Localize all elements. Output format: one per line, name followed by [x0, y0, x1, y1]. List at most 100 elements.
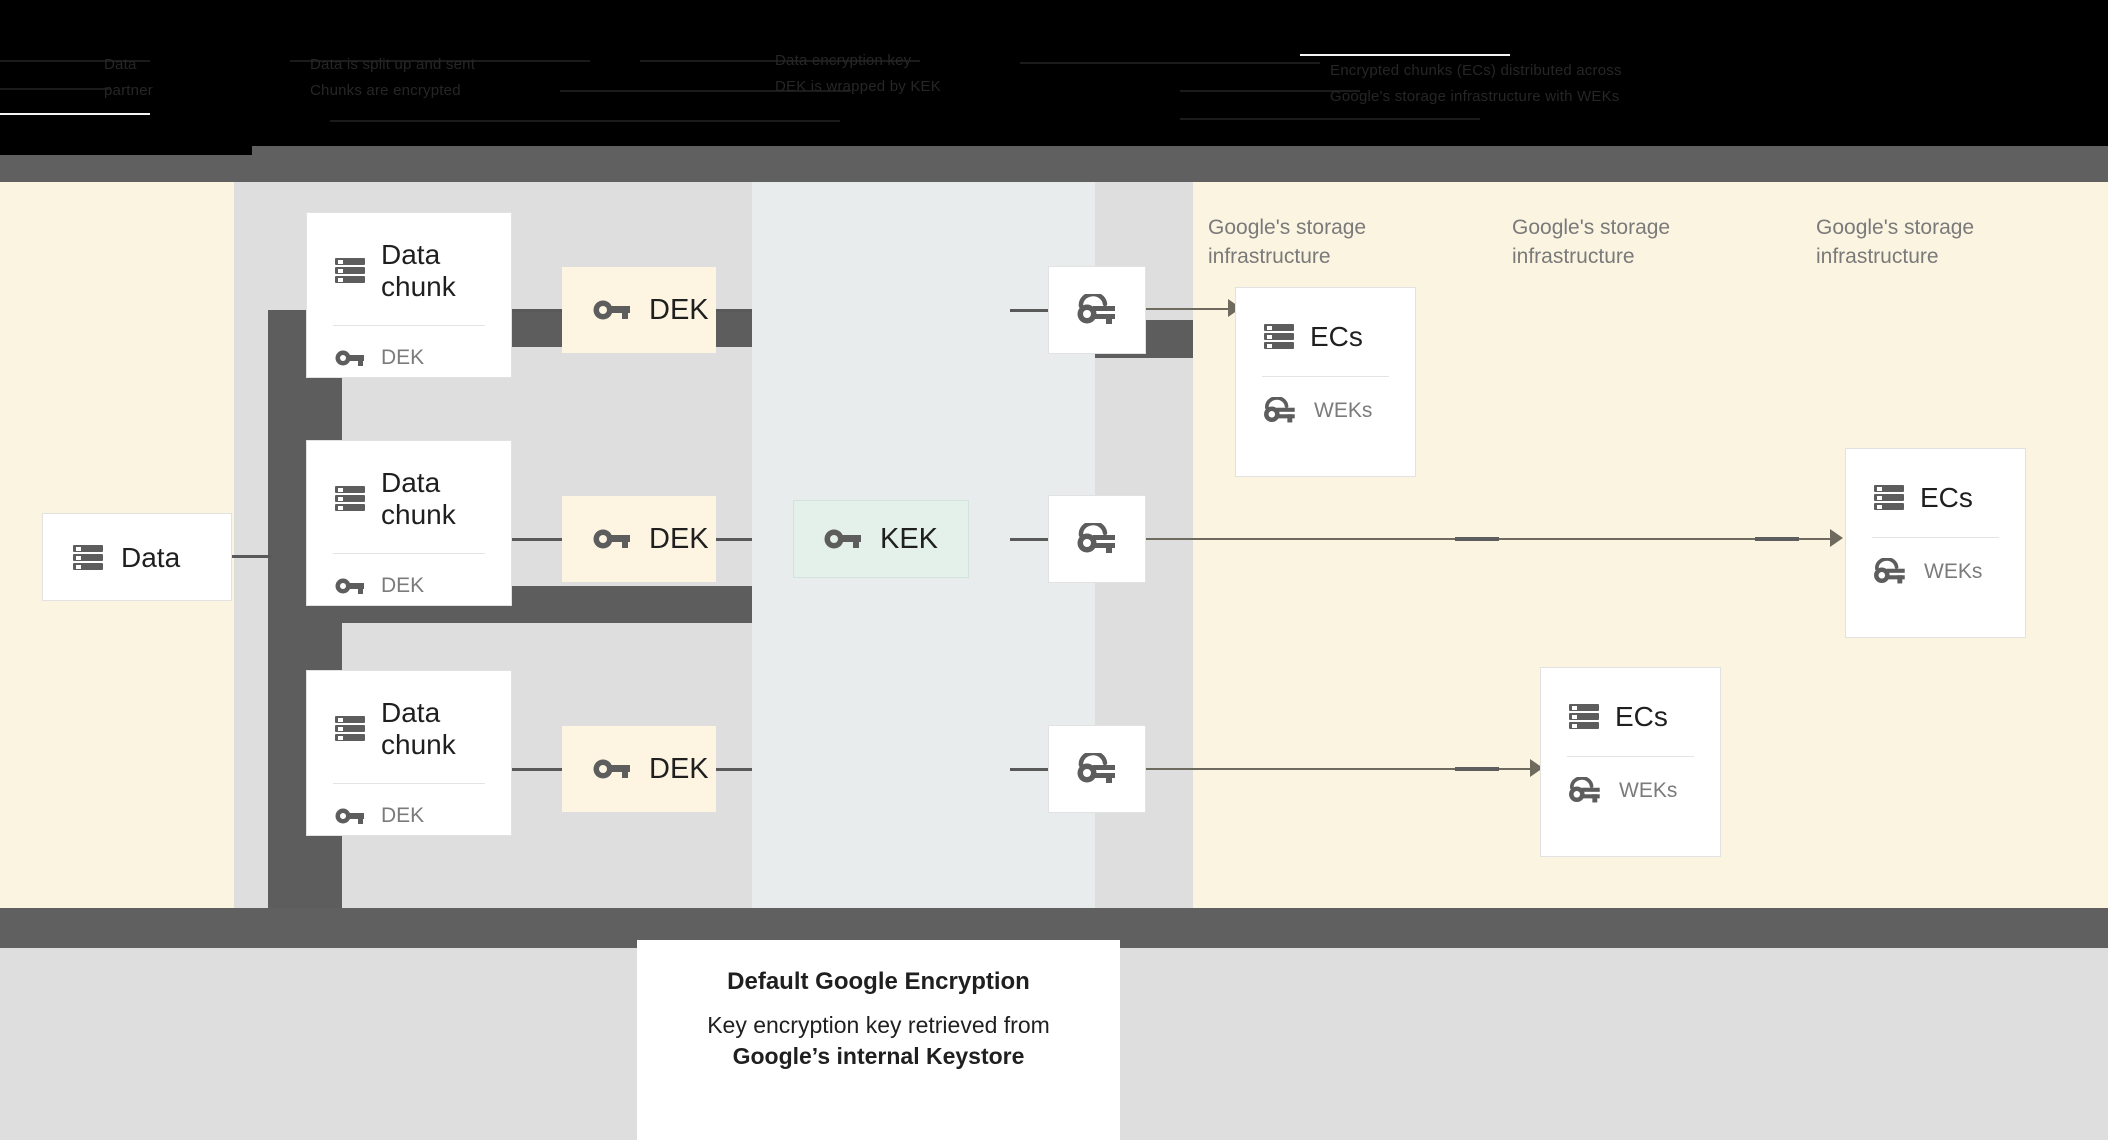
data-chunk-title: Data chunk: [381, 467, 456, 530]
header-rule: [1020, 62, 1320, 64]
key-icon: [335, 805, 365, 827]
wrapped-key-icon: [1075, 523, 1119, 555]
dek-label: DEK: [649, 522, 709, 555]
header-text-column-2: Data is split up and sent Chunks are enc…: [310, 56, 476, 99]
connector-chunk-dek-1: [512, 309, 562, 312]
ec-card-title: ECs: [1615, 701, 1668, 732]
arrow-head-to-ec-3: [1530, 759, 1543, 777]
data-card[interactable]: Data: [42, 513, 232, 601]
infra-label: Google's storage infrastructure: [1208, 216, 1367, 268]
header-rule: [330, 120, 840, 122]
wrapped-key-icon: [1075, 294, 1119, 326]
storage-icon: [1567, 700, 1601, 734]
caption-line-1: Key encryption key retrieved from: [707, 1012, 1050, 1038]
data-chunk-key-label: DEK: [381, 574, 425, 597]
header-rule: [0, 113, 150, 115]
page-header-strip: Data partner Data is split up and sent C…: [0, 0, 2108, 155]
header-underline-black: [0, 146, 252, 155]
data-chunk-card[interactable]: Data chunk DEK: [306, 212, 512, 378]
key-icon: [335, 347, 365, 369]
key-icon: [593, 756, 631, 782]
infra-label: Google's storage infrastructure: [1512, 216, 1671, 268]
header-rule: [0, 60, 150, 62]
dek-label: DEK: [649, 293, 709, 326]
ec-card[interactable]: ECs WEKs: [1845, 448, 2026, 638]
connector-kek-wrapkey-2: [1010, 538, 1048, 541]
caption-title: Default Google Encryption: [727, 968, 1030, 995]
diagram-canvas: Data Data chunk DEK: [0, 182, 2108, 950]
dek-label: DEK: [649, 752, 709, 785]
header-rule: [1180, 118, 1480, 120]
arrow-segment-dark-b: [1755, 537, 1799, 541]
header-text-column-4: Encrypted chunks (ECs) distributed acros…: [1330, 62, 1622, 105]
ec-card-key-label: WEKs: [1924, 560, 1983, 583]
ec-card[interactable]: ECs WEKs: [1540, 667, 1721, 857]
storage-icon: [1262, 320, 1296, 354]
caption-body: Key encryption key retrieved from Google…: [707, 1010, 1050, 1072]
ec-card[interactable]: ECs WEKs: [1235, 287, 1416, 477]
connector-dek-out-3: [716, 768, 752, 771]
ec-card-key-label: WEKs: [1619, 779, 1678, 802]
header-rule: [640, 60, 920, 62]
card-divider: [1567, 756, 1694, 757]
kek-label: KEK: [880, 522, 939, 555]
storage-icon: [71, 541, 105, 575]
dek-box[interactable]: DEK: [562, 496, 716, 582]
ec-card-title: ECs: [1310, 321, 1363, 352]
connector-chunk-dek-2: [512, 538, 562, 541]
storage-icon: [1872, 481, 1906, 515]
card-divider: [333, 325, 485, 326]
dek-box[interactable]: DEK: [562, 267, 716, 353]
connector-kek-wrapkey-3: [1010, 768, 1048, 771]
header-rule: [1180, 90, 1360, 92]
card-divider: [333, 553, 485, 554]
storage-icon: [333, 254, 367, 288]
connector-dek-out-2: [716, 538, 752, 541]
arrow-segment-dark-c: [1455, 767, 1499, 771]
infra-label: Google's storage infrastructure: [1816, 216, 1975, 268]
caption-box-extension: [637, 1100, 1120, 1140]
storage-icon: [333, 712, 367, 746]
header-text-column-3: Data encryption key DEK is wrapped by KE…: [775, 52, 941, 95]
connector-kek-wrapkey-1: [1010, 309, 1048, 312]
card-divider: [333, 783, 485, 784]
wrapped-key-box[interactable]: [1048, 495, 1146, 583]
header-rule: [1300, 54, 1510, 56]
data-chunk-key-label: DEK: [381, 346, 425, 369]
data-chunk-key-label: DEK: [381, 804, 425, 827]
wrapped-key-icon: [1075, 753, 1119, 785]
header-rule: [0, 88, 110, 90]
connector-dek-out-1: [716, 309, 752, 312]
arrow-line-to-ec-3: [1146, 768, 1536, 770]
caption-line-2: Google’s internal Keystore: [732, 1043, 1025, 1069]
bracket-branch-bottom: [268, 856, 342, 893]
wrapped-key-box[interactable]: [1048, 725, 1146, 813]
wrapped-key-box[interactable]: [1048, 266, 1146, 354]
card-divider: [1872, 537, 1999, 538]
arrow-line-to-ec-1: [1146, 308, 1234, 310]
wrapped-key-icon: [1872, 558, 1908, 586]
key-icon: [824, 526, 862, 552]
header-grey-bar: [252, 146, 2108, 182]
header-rule: [560, 90, 850, 92]
wrapped-key-icon: [1567, 777, 1603, 805]
caption-box: Default Google Encryption Key encryption…: [637, 940, 1120, 1100]
data-chunk-card[interactable]: Data chunk DEK: [306, 670, 512, 836]
arrow-head-to-ec-2: [1830, 529, 1843, 547]
storage-icon: [333, 482, 367, 516]
connector-chunk-dek-3: [512, 768, 562, 771]
header-rule: [290, 60, 590, 62]
connector-data-to-bracket: [232, 555, 272, 558]
header-grey-bar-left: [0, 155, 252, 182]
dek-box[interactable]: DEK: [562, 726, 716, 812]
key-icon: [593, 526, 631, 552]
key-icon: [335, 575, 365, 597]
data-chunk-title: Data chunk: [381, 697, 456, 760]
card-divider: [1262, 376, 1389, 377]
data-chunk-card[interactable]: Data chunk DEK: [306, 440, 512, 606]
ec-card-title: ECs: [1920, 482, 1973, 513]
bracket-vertical: [268, 310, 342, 950]
kek-box[interactable]: KEK: [793, 500, 969, 578]
data-card-label: Data: [121, 542, 181, 573]
data-chunk-title: Data chunk: [381, 239, 456, 302]
